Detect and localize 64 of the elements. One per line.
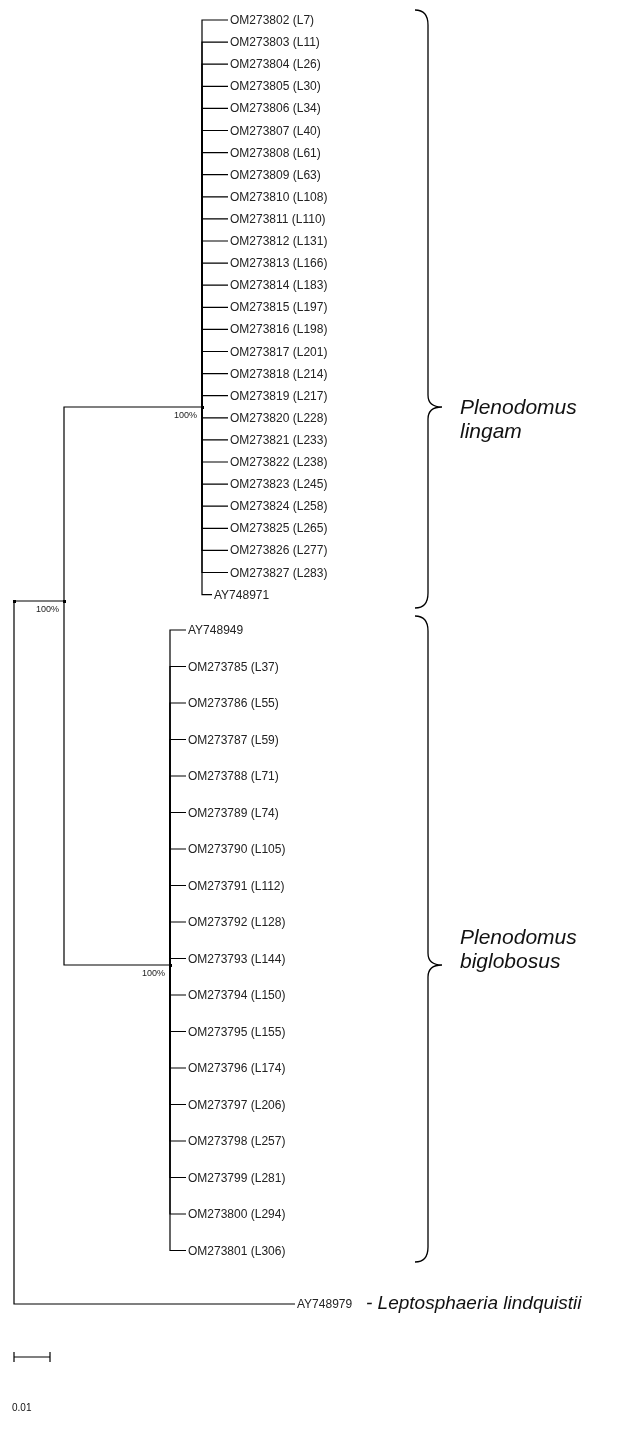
taxon-label: OM273787 (L59) [188, 731, 279, 748]
taxon-label: OM273803 (L11) [230, 34, 320, 51]
taxon-label: OM273821 (L233) [230, 431, 328, 448]
branch-point [200, 405, 204, 409]
taxon-label: OM273815 (L197) [230, 299, 328, 316]
tree-branch [201, 395, 229, 408]
taxon-label: OM273792 (L128) [188, 914, 286, 930]
taxon-label: OM273808 (L61) [230, 144, 321, 161]
taxon-label: OM273809 (L63) [230, 166, 321, 183]
taxon-label: OM273811 (L110) [230, 210, 326, 227]
taxon-label: AY748979 [297, 1296, 353, 1312]
tree-branch [13, 600, 64, 602]
taxon-label: OM273806 (L34) [230, 100, 321, 117]
taxon-label: OM273794 (L150) [188, 987, 286, 1003]
taxon-label: OM273824 (L258) [230, 498, 328, 515]
taxon-label: OM273823 (L245) [230, 476, 328, 493]
taxon-label: OM273804 (L26) [230, 56, 321, 73]
taxon-label: OM273820 (L228) [230, 409, 328, 426]
taxon-label: OM273812 (L131) [230, 233, 328, 249]
scale-value: 0.01 [12, 1402, 32, 1413]
taxon-label: AY748971 [214, 586, 270, 603]
tree-branch [13, 600, 296, 1305]
taxon-label: OM273818 (L214) [230, 365, 328, 382]
tree-branch [63, 600, 170, 966]
taxon-label: OM273799 (L281) [188, 1169, 286, 1186]
taxon-label: OM273826 (L277) [230, 542, 328, 559]
taxon-label: OM273814 (L183) [230, 277, 328, 294]
taxon-label: OM273790 (L105) [188, 841, 286, 857]
taxon-label: OM273825 (L265) [230, 520, 328, 537]
taxon-label: OM273793 (L144) [188, 950, 286, 967]
taxon-label: OM273789 (L74) [188, 804, 279, 821]
taxon-label: OM273805 (L30) [230, 78, 321, 95]
taxon-label: OM273813 (L166) [230, 255, 328, 272]
taxon-label: OM273817 (L201) [230, 343, 328, 360]
taxon-label: OM273800 (L294) [188, 1206, 286, 1222]
taxon-label: AY748949 [188, 622, 244, 638]
taxon-label: OM273819 (L217) [230, 387, 328, 404]
tree-branch [201, 406, 213, 596]
taxon-label: OM273807 (L40) [230, 122, 321, 139]
taxon-label: OM273796 (L174) [188, 1060, 286, 1076]
taxon-label: OM273798 (L257) [188, 1133, 286, 1149]
clade-name: Plenodomus lingam [460, 395, 578, 443]
taxon-label: OM273795 (L155) [188, 1023, 286, 1040]
taxon-label: OM273788 (L71) [188, 768, 279, 784]
taxon-label: OM273802 (L7) [230, 12, 315, 28]
taxon-label: OM273785 (L37) [188, 658, 279, 675]
taxon-label: OM273786 (L55) [188, 695, 279, 711]
taxon-label: OM273822 (L238) [230, 454, 328, 470]
clade-name: Plenodomus biglobosus [460, 925, 578, 973]
taxon-label: OM273797 (L206) [188, 1096, 286, 1113]
bootstrap-value: 100% [36, 604, 60, 614]
taxon-label: OM273816 (L198) [230, 321, 328, 338]
tree-branch [169, 957, 187, 966]
branch-point [168, 963, 172, 967]
taxon-label: OM273791 (L112) [188, 877, 285, 894]
tree-branch [63, 406, 202, 602]
taxon-label: OM273801 (L306) [188, 1242, 286, 1259]
bootstrap-value: 100% [142, 968, 166, 978]
species-name: - Leptosphaeria lindquistii [366, 1292, 582, 1314]
branch-point [12, 599, 16, 603]
branch-point [62, 599, 66, 603]
bootstrap-value: 100% [174, 410, 198, 420]
taxon-label: OM273827 (L283) [230, 564, 328, 581]
taxon-label: OM273810 (L108) [230, 188, 328, 205]
